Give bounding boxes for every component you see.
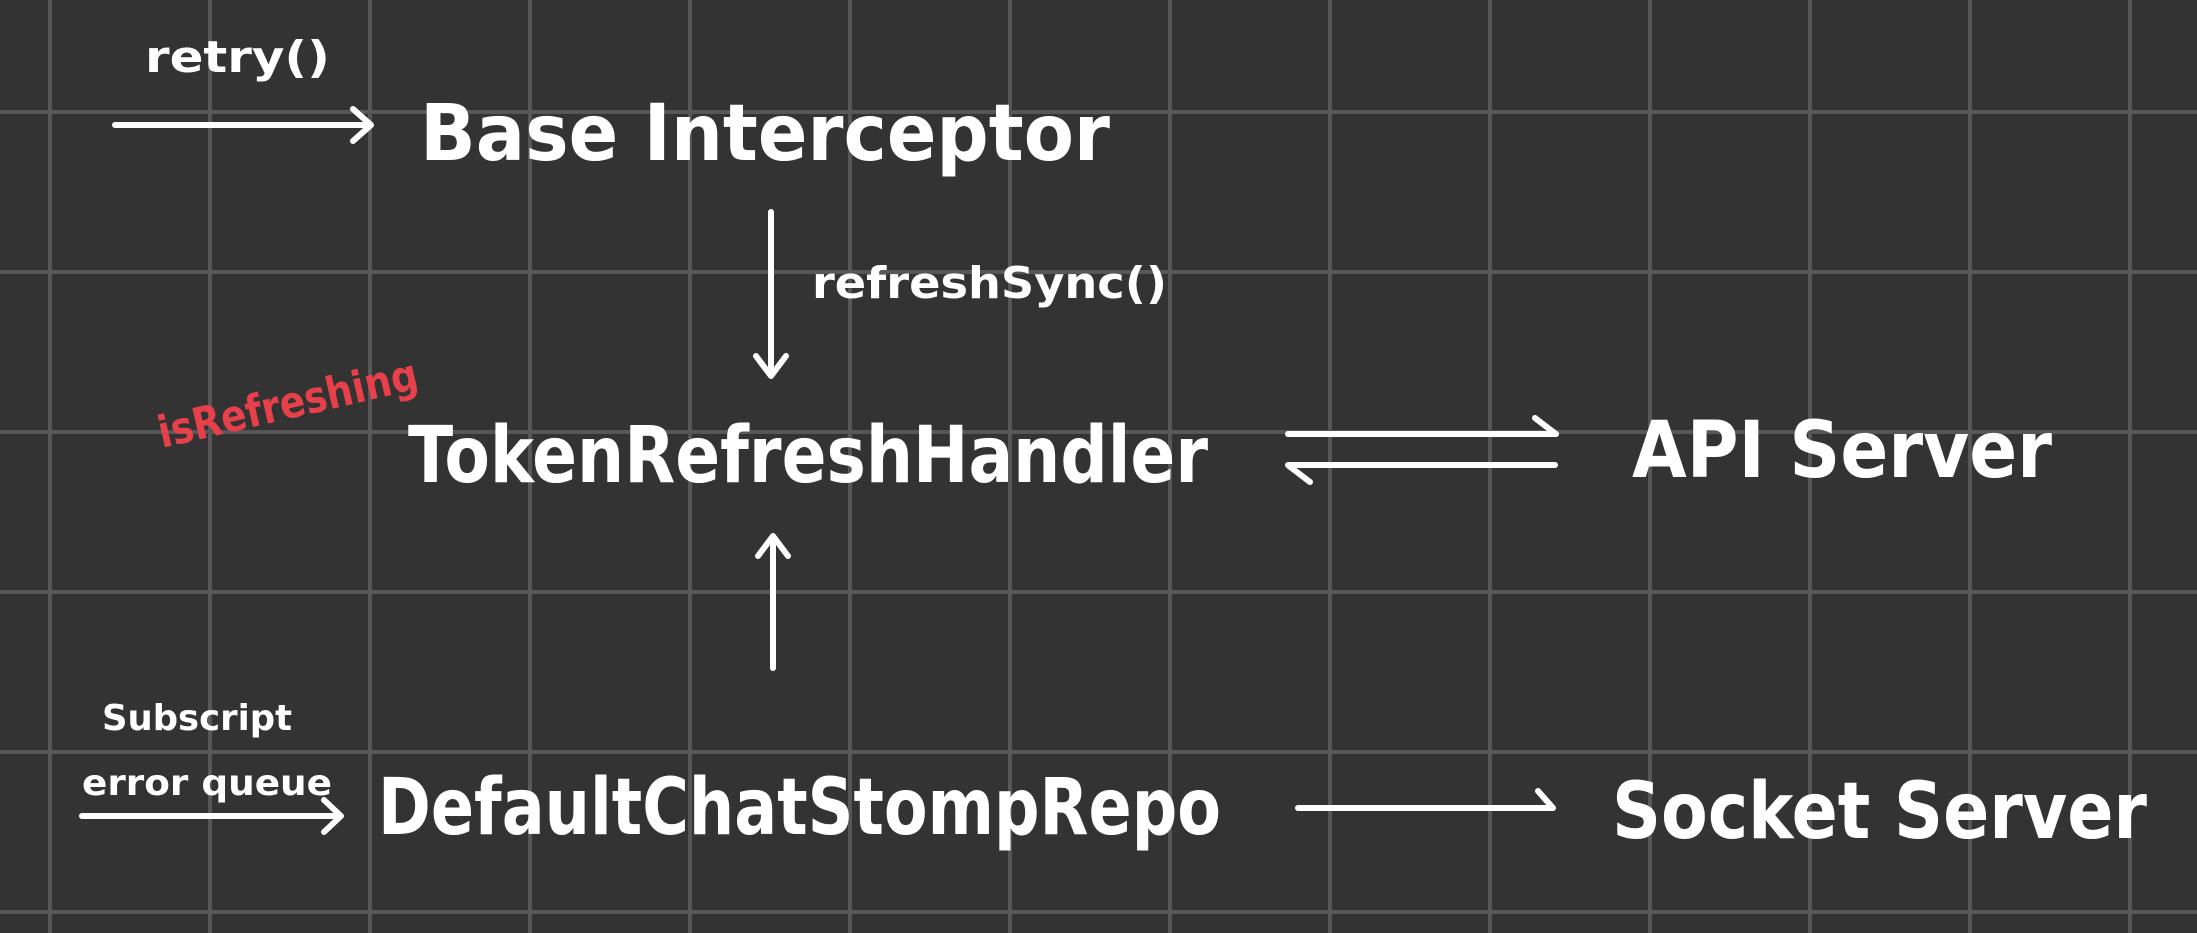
retry-label: retry() — [145, 32, 330, 83]
retry-arrow — [112, 106, 374, 144]
node-default-chat-stomp-repo: DefaultChatStompRepo — [378, 763, 1221, 853]
repo-to-socket-arrow — [1295, 788, 1556, 811]
node-socket-server: Socket Server — [1612, 767, 2147, 857]
handler-to-api-arrow — [1285, 415, 1559, 437]
subscript-label: Subscript — [102, 698, 292, 739]
subscript-error-queue-arrow — [79, 797, 344, 835]
node-api-server: API Server — [1632, 406, 2052, 496]
node-token-refresh-handler: TokenRefreshHandler — [408, 411, 1208, 501]
edges — [79, 106, 1559, 835]
node-base-interceptor: Base Interceptor — [420, 89, 1110, 179]
repo-to-handler-arrow — [755, 533, 791, 671]
nodes: Base Interceptor TokenRefreshHandler API… — [378, 89, 2147, 857]
refresh-sync-arrow — [753, 209, 789, 379]
refresh-sync-label: refreshSync() — [812, 258, 1167, 309]
api-to-handler-arrow — [1285, 462, 1558, 485]
error-queue-label: error queue — [82, 763, 332, 804]
